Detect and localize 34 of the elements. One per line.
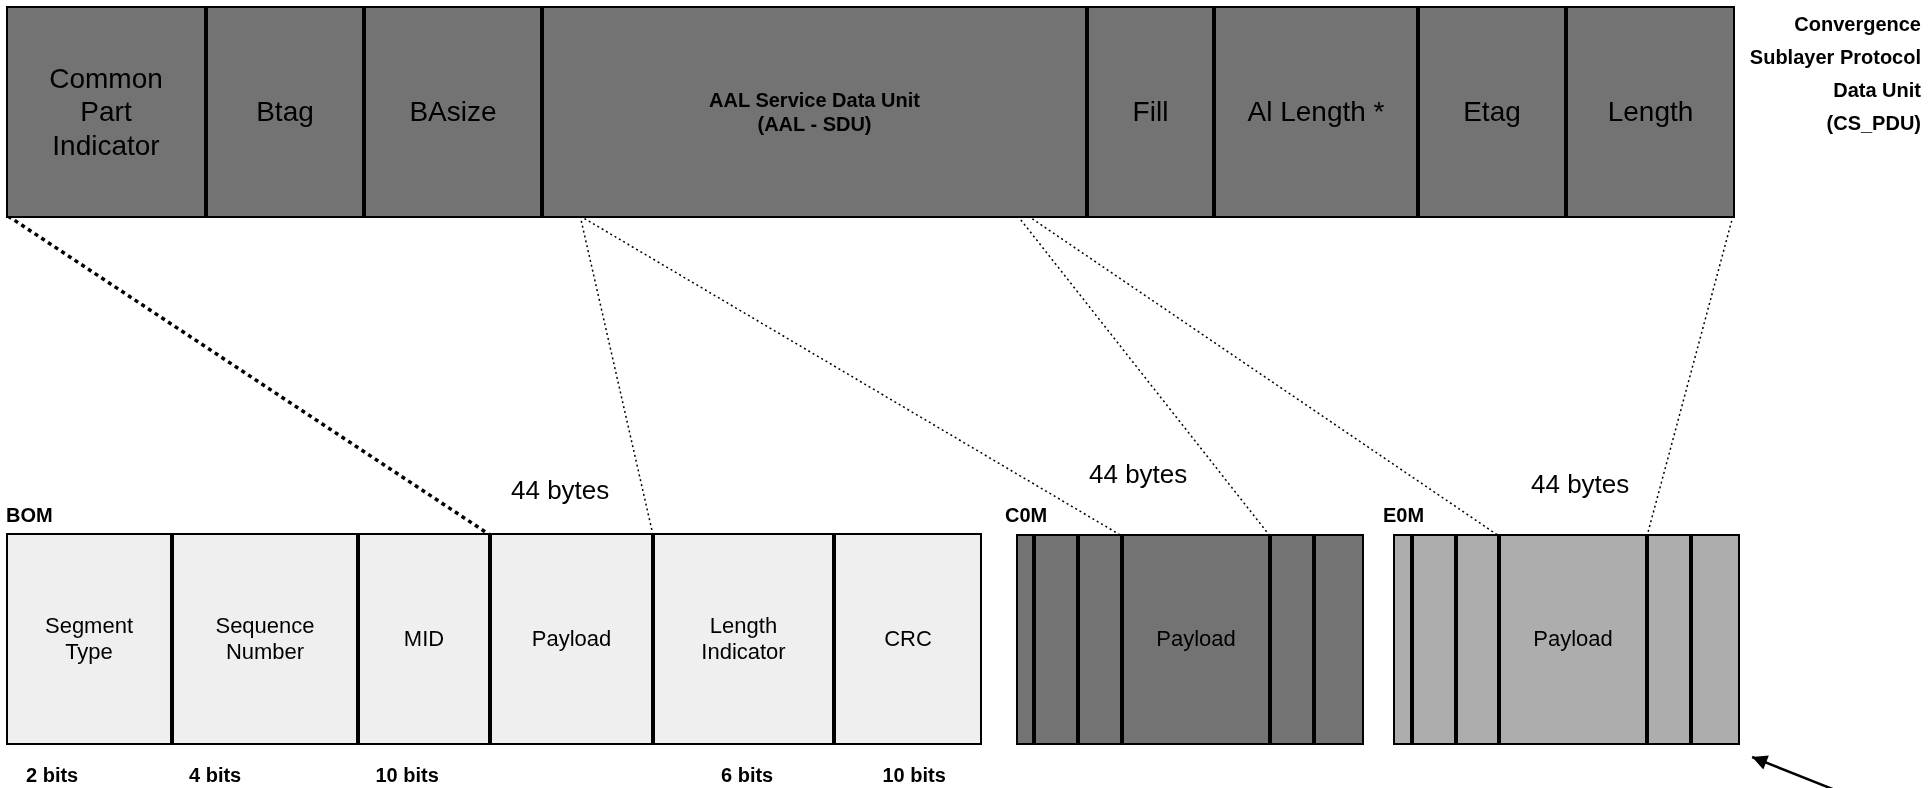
bit-width-label: 4 bits <box>189 763 242 787</box>
protocol-field: AAL Service Data Unit (AAL - SDU) <box>542 8 1087 216</box>
protocol-field: Sequence Number <box>172 535 358 743</box>
protocol-field: Payload <box>490 535 653 743</box>
protocol-field: Length <box>1566 8 1733 216</box>
protocol-field: Al Length * <box>1214 8 1418 216</box>
size-label: 44 bytes <box>1531 468 1630 500</box>
empty-field <box>1034 536 1078 743</box>
protocol-field: Payload <box>1499 536 1647 743</box>
empty-field <box>1412 536 1456 743</box>
bit-width-label: 6 bits <box>721 763 774 787</box>
frame-heading: BOM <box>6 503 54 527</box>
empty-field <box>1078 536 1122 743</box>
protocol-field: Etag <box>1418 8 1566 216</box>
bit-width-label: 10 bits <box>375 763 439 787</box>
empty-field <box>1270 536 1314 743</box>
frame-heading: C0M <box>1005 503 1049 527</box>
protocol-field: Segment Type <box>8 535 172 743</box>
empty-field <box>1647 536 1691 743</box>
frame-heading: E0M <box>1383 503 1426 527</box>
empty-field <box>1456 536 1499 743</box>
protocol-field: BAsize <box>364 8 542 216</box>
protocol-field: MID <box>358 535 490 743</box>
protocol-field: Payload <box>1122 536 1270 743</box>
protocol-field: Common Part Indicator <box>8 8 206 216</box>
protocol-field: CRC <box>834 535 980 743</box>
size-label: 44 bytes <box>1089 458 1188 490</box>
protocol-field: Fill <box>1087 8 1214 216</box>
size-label: 44 bytes <box>511 474 610 506</box>
protocol-field: Length Indicator <box>653 535 834 743</box>
frame-heading: Convergence Sublayer Protocol Data Unit (CS_PDU) <box>1748 12 1921 136</box>
bit-width-label: 10 bits <box>882 763 946 787</box>
bit-width-label: 2 bits <box>26 763 79 787</box>
protocol-field: Btag <box>206 8 364 216</box>
